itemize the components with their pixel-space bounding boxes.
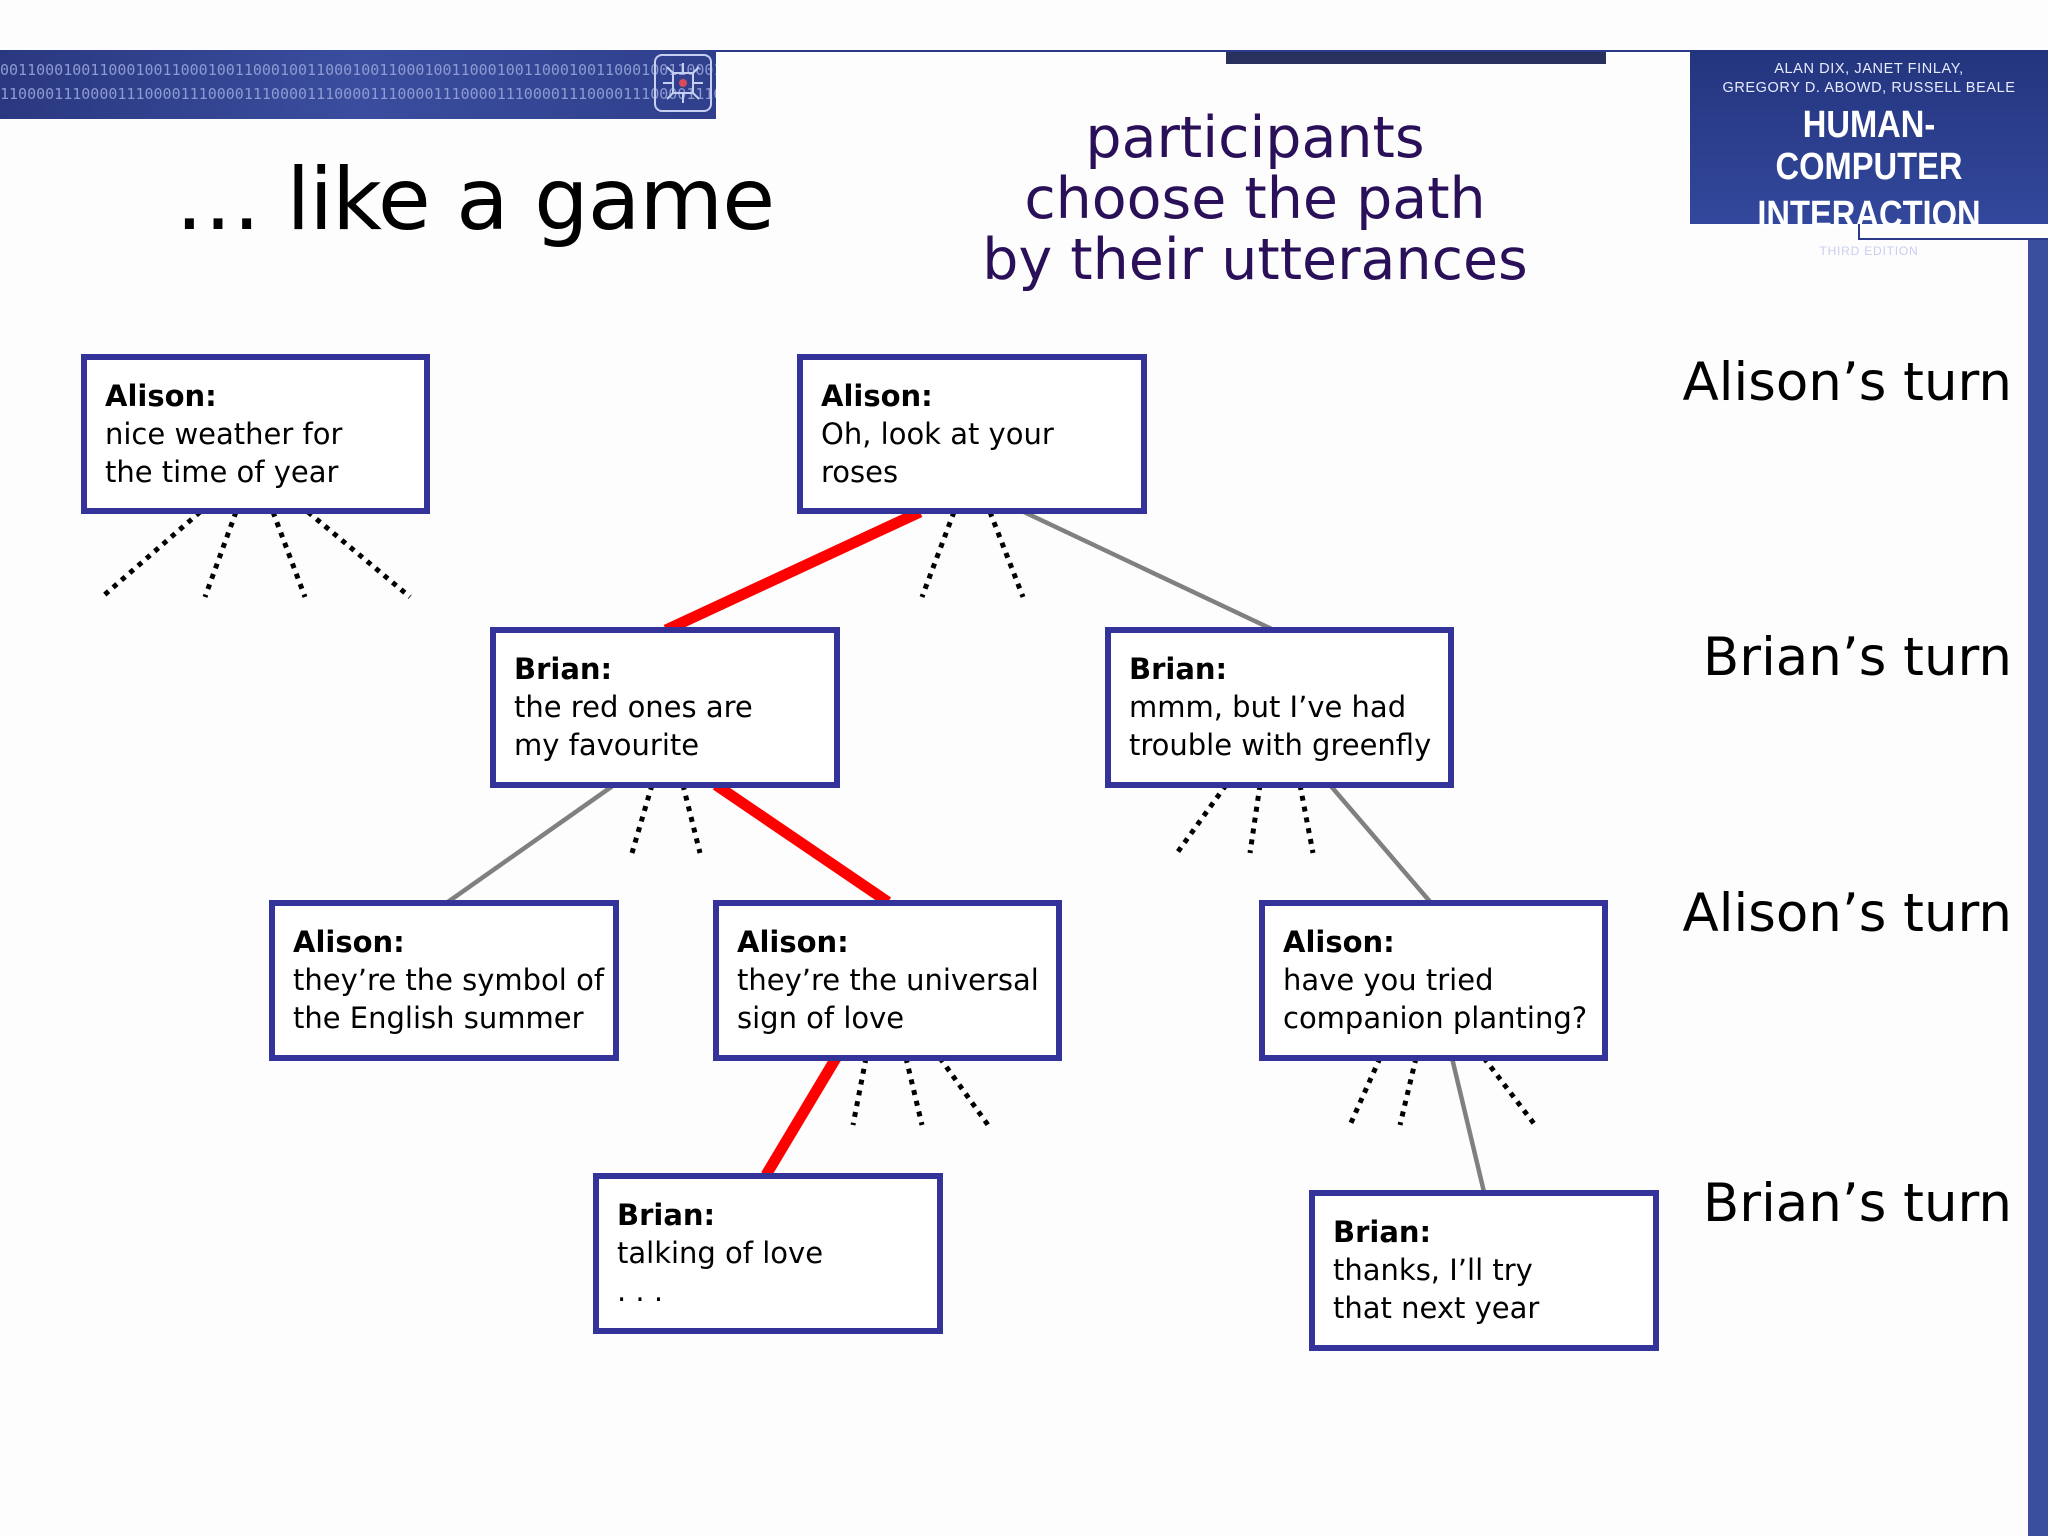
- turn-label-brian: Brian’s turn: [1702, 627, 2012, 688]
- unexplored-branch: [1247, 784, 1263, 854]
- unexplored-branch: [1297, 784, 1316, 854]
- utterance-text: companion planting?: [1283, 1001, 1588, 1035]
- unexplored-branch: [306, 510, 412, 599]
- subtitle-line: participants: [1085, 105, 1425, 171]
- subtitle-line: choose the path: [1024, 166, 1486, 232]
- unexplored-branch: [903, 1057, 925, 1126]
- alternative-path-edge: [443, 783, 616, 906]
- unexplored-branch: [1174, 783, 1229, 855]
- book-authors: ALAN DIX, JANET FINLAY,: [1774, 61, 1964, 77]
- speaker-label: Brian:: [1129, 652, 1228, 686]
- side-bar: [2028, 240, 2048, 1536]
- utterance-text: that next year: [1333, 1291, 1540, 1325]
- utterance-text: have you tried: [1283, 963, 1494, 997]
- alternative-path-edge: [1449, 1057, 1487, 1193]
- frame-rule: [1858, 224, 1860, 240]
- dialogue-node-brian-next-year: Brian: thanks, I’ll try that next year: [1309, 1190, 1659, 1351]
- speaker-label: Alison:: [1283, 925, 1395, 959]
- subtitle-line: by their utterances: [982, 227, 1528, 293]
- dialogue-node-alison-roses: Alison: Oh, look at your roses: [797, 354, 1147, 514]
- speaker-label: Alison:: [821, 379, 933, 413]
- speaker-label: Brian:: [1333, 1215, 1432, 1249]
- book-title: INTERACTION: [1757, 194, 1981, 236]
- alternative-path-edge: [1023, 509, 1279, 635]
- utterance-text: Oh, look at your: [821, 417, 1054, 451]
- slide-title: … like a game: [175, 150, 775, 250]
- unexplored-branch: [100, 510, 202, 599]
- utterance-text: mmm, but I’ve had: [1129, 690, 1407, 724]
- speaker-label: Alison:: [293, 925, 405, 959]
- utterance-text: my favourite: [514, 728, 700, 762]
- unexplored-branch: [850, 1057, 869, 1126]
- speaker-label: Brian:: [617, 1198, 716, 1232]
- chosen-path-edge: [712, 780, 892, 907]
- header-banner: 0011000100110001001100010011000100110001…: [0, 50, 716, 119]
- speaker-label: Alison:: [105, 379, 217, 413]
- unexplored-branch: [987, 511, 1026, 598]
- banner-binary-row: 0011000100110001001100010011000100110001…: [0, 61, 716, 79]
- unexplored-branch: [919, 511, 957, 598]
- unexplored-branch: [1397, 1057, 1419, 1126]
- dialogue-node-brian-talking-love: Brian: talking of love . . .: [593, 1173, 943, 1334]
- dialogue-node-alison-symbol: Alison: they’re the symbol of the Englis…: [269, 900, 619, 1061]
- chosen-path-edge: [761, 1055, 841, 1178]
- utterance-text: they’re the symbol of: [293, 963, 605, 997]
- dialogue-node-alison-companion: Alison: have you tried companion plantin…: [1259, 900, 1608, 1061]
- book-authors: GREGORY D. ABOWD, RUSSELL BEALE: [1722, 80, 2016, 96]
- utterance-text: they’re the universal: [737, 963, 1039, 997]
- header-accent-bar: [1226, 52, 1606, 64]
- header-rule: [716, 50, 1690, 52]
- speaker-label: Brian:: [514, 652, 613, 686]
- unexplored-branch: [680, 784, 703, 854]
- utterance-text: roses: [821, 455, 899, 489]
- chosen-path-edge: [663, 507, 923, 635]
- utterance-text: the English summer: [293, 1001, 584, 1035]
- dialogue-node-alison-weather: Alison: nice weather for the time of yea…: [81, 354, 430, 514]
- book-title: HUMAN-COMPUTER: [1775, 104, 1963, 188]
- frame-rule: [1860, 238, 2048, 240]
- utterance-text: trouble with greenfly: [1129, 728, 1432, 762]
- utterance-text: sign of love: [737, 1001, 905, 1035]
- unexplored-branch: [1347, 1056, 1383, 1127]
- unexplored-branch: [202, 511, 239, 598]
- utterance-text: talking of love: [617, 1236, 824, 1270]
- alternative-path-edge: [1328, 783, 1434, 906]
- utterance-text: the time of year: [105, 455, 339, 489]
- dialogue-node-brian-greenfly: Brian: mmm, but I’ve had trouble with gr…: [1105, 627, 1454, 788]
- turn-label-alison: Alison’s turn: [1682, 352, 2012, 413]
- unexplored-branch: [1482, 1056, 1537, 1127]
- speaker-label: Alison:: [737, 925, 849, 959]
- banner-binary-row: 1100001110000111000011100001110000111000…: [0, 85, 716, 103]
- unexplored-branch: [270, 511, 308, 598]
- turn-label-alison: Alison’s turn: [1682, 883, 2012, 944]
- utterance-text: nice weather for: [105, 417, 343, 451]
- slide-subtitle: participants choose the path by their ut…: [950, 108, 1560, 291]
- utterance-text: the red ones are: [514, 690, 753, 724]
- unexplored-branch: [629, 784, 655, 854]
- circuit-chip-icon: [654, 54, 712, 112]
- turn-label-brian: Brian’s turn: [1702, 1173, 2012, 1234]
- dialogue-node-alison-love: Alison: they’re the universal sign of lo…: [713, 900, 1062, 1061]
- dialogue-node-brian-red-ones: Brian: the red ones are my favourite: [490, 627, 840, 788]
- utterance-text: thanks, I’ll try: [1333, 1253, 1533, 1287]
- unexplored-branch: [937, 1056, 991, 1127]
- book-edition: THIRD EDITION: [1819, 244, 1919, 258]
- book-cover: ALAN DIX, JANET FINLAY, GREGORY D. ABOWD…: [1690, 50, 2048, 258]
- utterance-text: . . .: [617, 1274, 664, 1308]
